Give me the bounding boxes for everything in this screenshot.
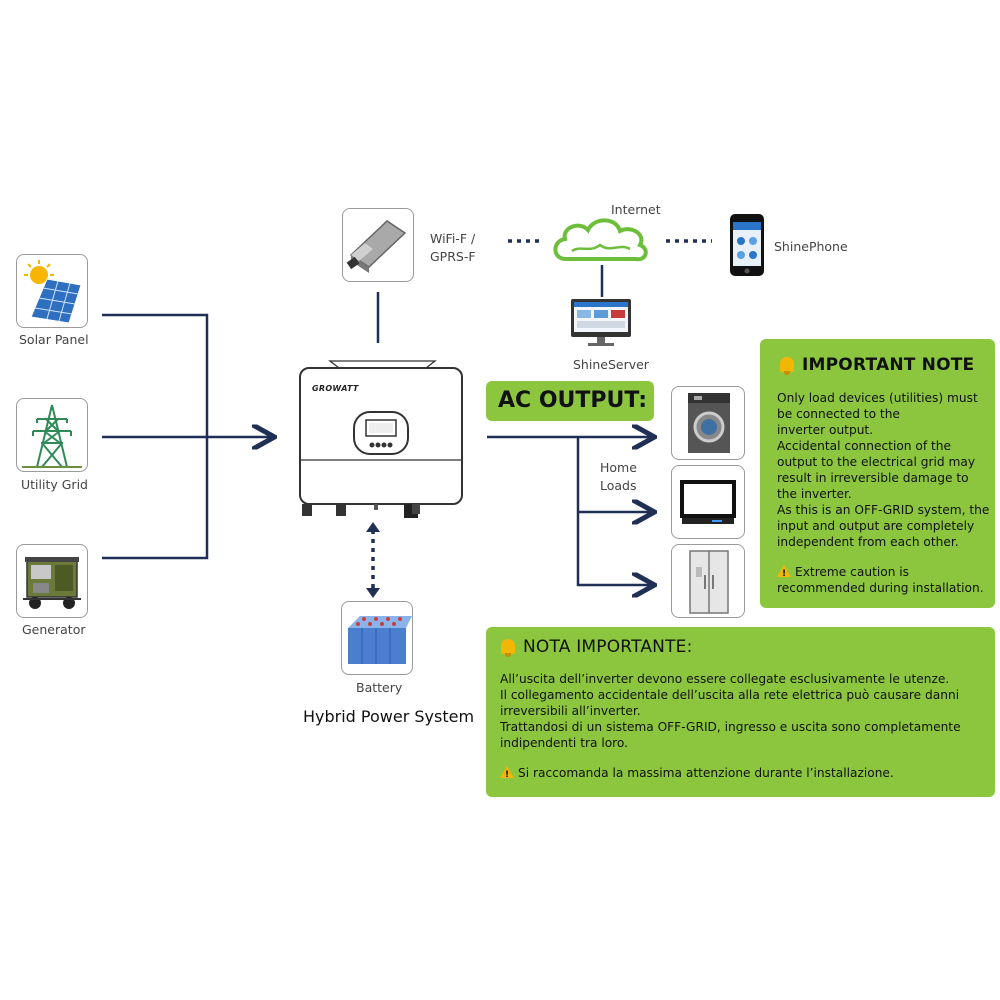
television-icon [671,465,745,539]
home-loads-line2: Loads [600,478,637,493]
important-note-panel: IMPORTANT NOTE Only load devices (utilit… [760,339,995,608]
note-line: be connected to the [777,407,900,421]
warning-icon [500,766,514,783]
smartphone-icon [730,214,764,276]
bell-icon [780,357,794,375]
wifi-label: WiFi-F / GPRS-F [430,230,476,266]
nota-line: indipendenti tra loro. [500,736,629,750]
ac-output-banner: AC OUTPUT: [486,381,654,421]
refrigerator-icon [671,544,745,618]
note-line: Accidental connection of the [777,439,952,453]
nota-importante-title: NOTA IMPORTANTE: [501,637,693,657]
solar-panel-icon [16,254,88,328]
nota-caution-line: Si raccomanda la massima attenzione dura… [500,765,961,783]
internet-label: Internet [611,202,661,217]
utility-grid-icon [16,398,88,472]
important-note-title-text: IMPORTANT NOTE [802,355,975,375]
generator-label: Generator [22,622,86,637]
nota-line: All’uscita dell’inverter devono essere c… [500,672,950,686]
bell-icon [501,639,515,657]
battery-label: Battery [356,680,403,695]
cloud-icon [553,218,648,262]
shinephone-label: ShinePhone [774,239,848,254]
wifi-label-line2: GPRS-F [430,249,476,264]
nota-importante-title-text: NOTA IMPORTANTE: [523,637,693,657]
system-title: Hybrid Power System [303,707,475,726]
wifi-label-line1: WiFi-F / [430,231,476,246]
shineserver-label: ShineServer [573,357,649,372]
monitor-icon [571,299,631,346]
caution-line: Extreme caution is [777,564,989,582]
ac-output-label: AC OUTPUT: [498,388,647,413]
warning-icon [777,565,791,582]
caution-text-1: Extreme caution is [795,565,910,579]
output-arrow-fridge [576,437,652,585]
important-note-title: IMPORTANT NOTE [780,355,974,375]
nota-line: Trattandosi di un sistema OFF-GRID, ingr… [500,720,961,734]
nota-line: Il collegamento accidentale dell’uscita … [500,688,960,702]
wifi-stick-icon [342,208,414,282]
nota-importante-body: All’uscita dell’inverter devono essere c… [500,671,961,783]
home-loads-label: Home Loads [600,459,637,495]
battery-icon [341,601,413,675]
washing-machine-icon [671,386,745,460]
nota-caution-text: Si raccomanda la massima attenzione dura… [518,766,894,780]
caution-text-2: recommended during installation. [777,581,984,595]
home-loads-line1: Home [600,460,637,475]
note-line: input and output are completely [777,519,975,533]
note-line: result in irreversible damage to [777,471,969,485]
utility-grid-label: Utility Grid [21,477,88,492]
note-line: output to the electrical grid may [777,455,976,469]
generator-icon [16,544,88,618]
inverter-brand-label: GROWATT [312,384,359,393]
note-line: inverter output. [777,423,874,437]
inverter-icon [299,360,463,518]
note-line: Only load devices (utilities) must [777,391,978,405]
nota-importante-panel: NOTA IMPORTANTE: All’uscita dell’inverte… [486,627,995,797]
solar-panel-label: Solar Panel [19,332,89,347]
note-line: independent from each other. [777,535,959,549]
important-note-body: Only load devices (utilities) must be co… [777,390,989,596]
note-line: As this is an OFF-GRID system, the [777,503,990,517]
note-line: the inverter. [777,487,852,501]
nota-line: irreversibili all’inverter. [500,704,641,718]
